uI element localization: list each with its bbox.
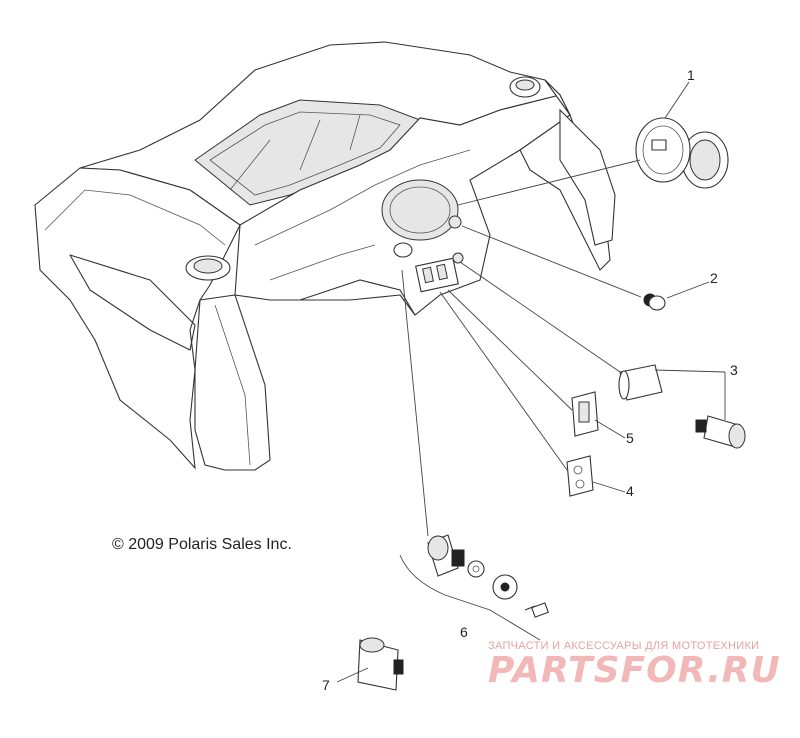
rocker-switch-icon [571,391,599,437]
part-number-label: 4 [626,483,634,499]
dashboard-assembly [34,41,616,471]
watermark-logo: PARTSFOR.RU [488,650,781,691]
ignition-switch-icon [427,534,549,618]
gauge-icon [635,117,729,189]
part-number-label: 6 [460,624,468,640]
copyright-notice: © 2009 Polaris Sales Inc. [112,536,292,553]
part-number-label: 7 [322,677,330,693]
indicator-light-icon [643,293,666,311]
power-point-icon [357,637,404,691]
part-number-label: 5 [626,430,634,446]
part-number-label: 2 [710,270,718,286]
power-socket-icon [618,364,746,449]
part-number-label: 3 [730,362,738,378]
watermark: ЗАПЧАСТИ И АКСЕССУАРЫ ДЛЯ МОТОТЕХНИКИ PA… [488,640,788,691]
watermark-tagline: ЗАПЧАСТИ И АКСЕССУАРЫ ДЛЯ МОТОТЕХНИКИ [488,640,760,652]
rocker-switch-icon [566,455,594,497]
part-number-label: 1 [687,67,695,83]
